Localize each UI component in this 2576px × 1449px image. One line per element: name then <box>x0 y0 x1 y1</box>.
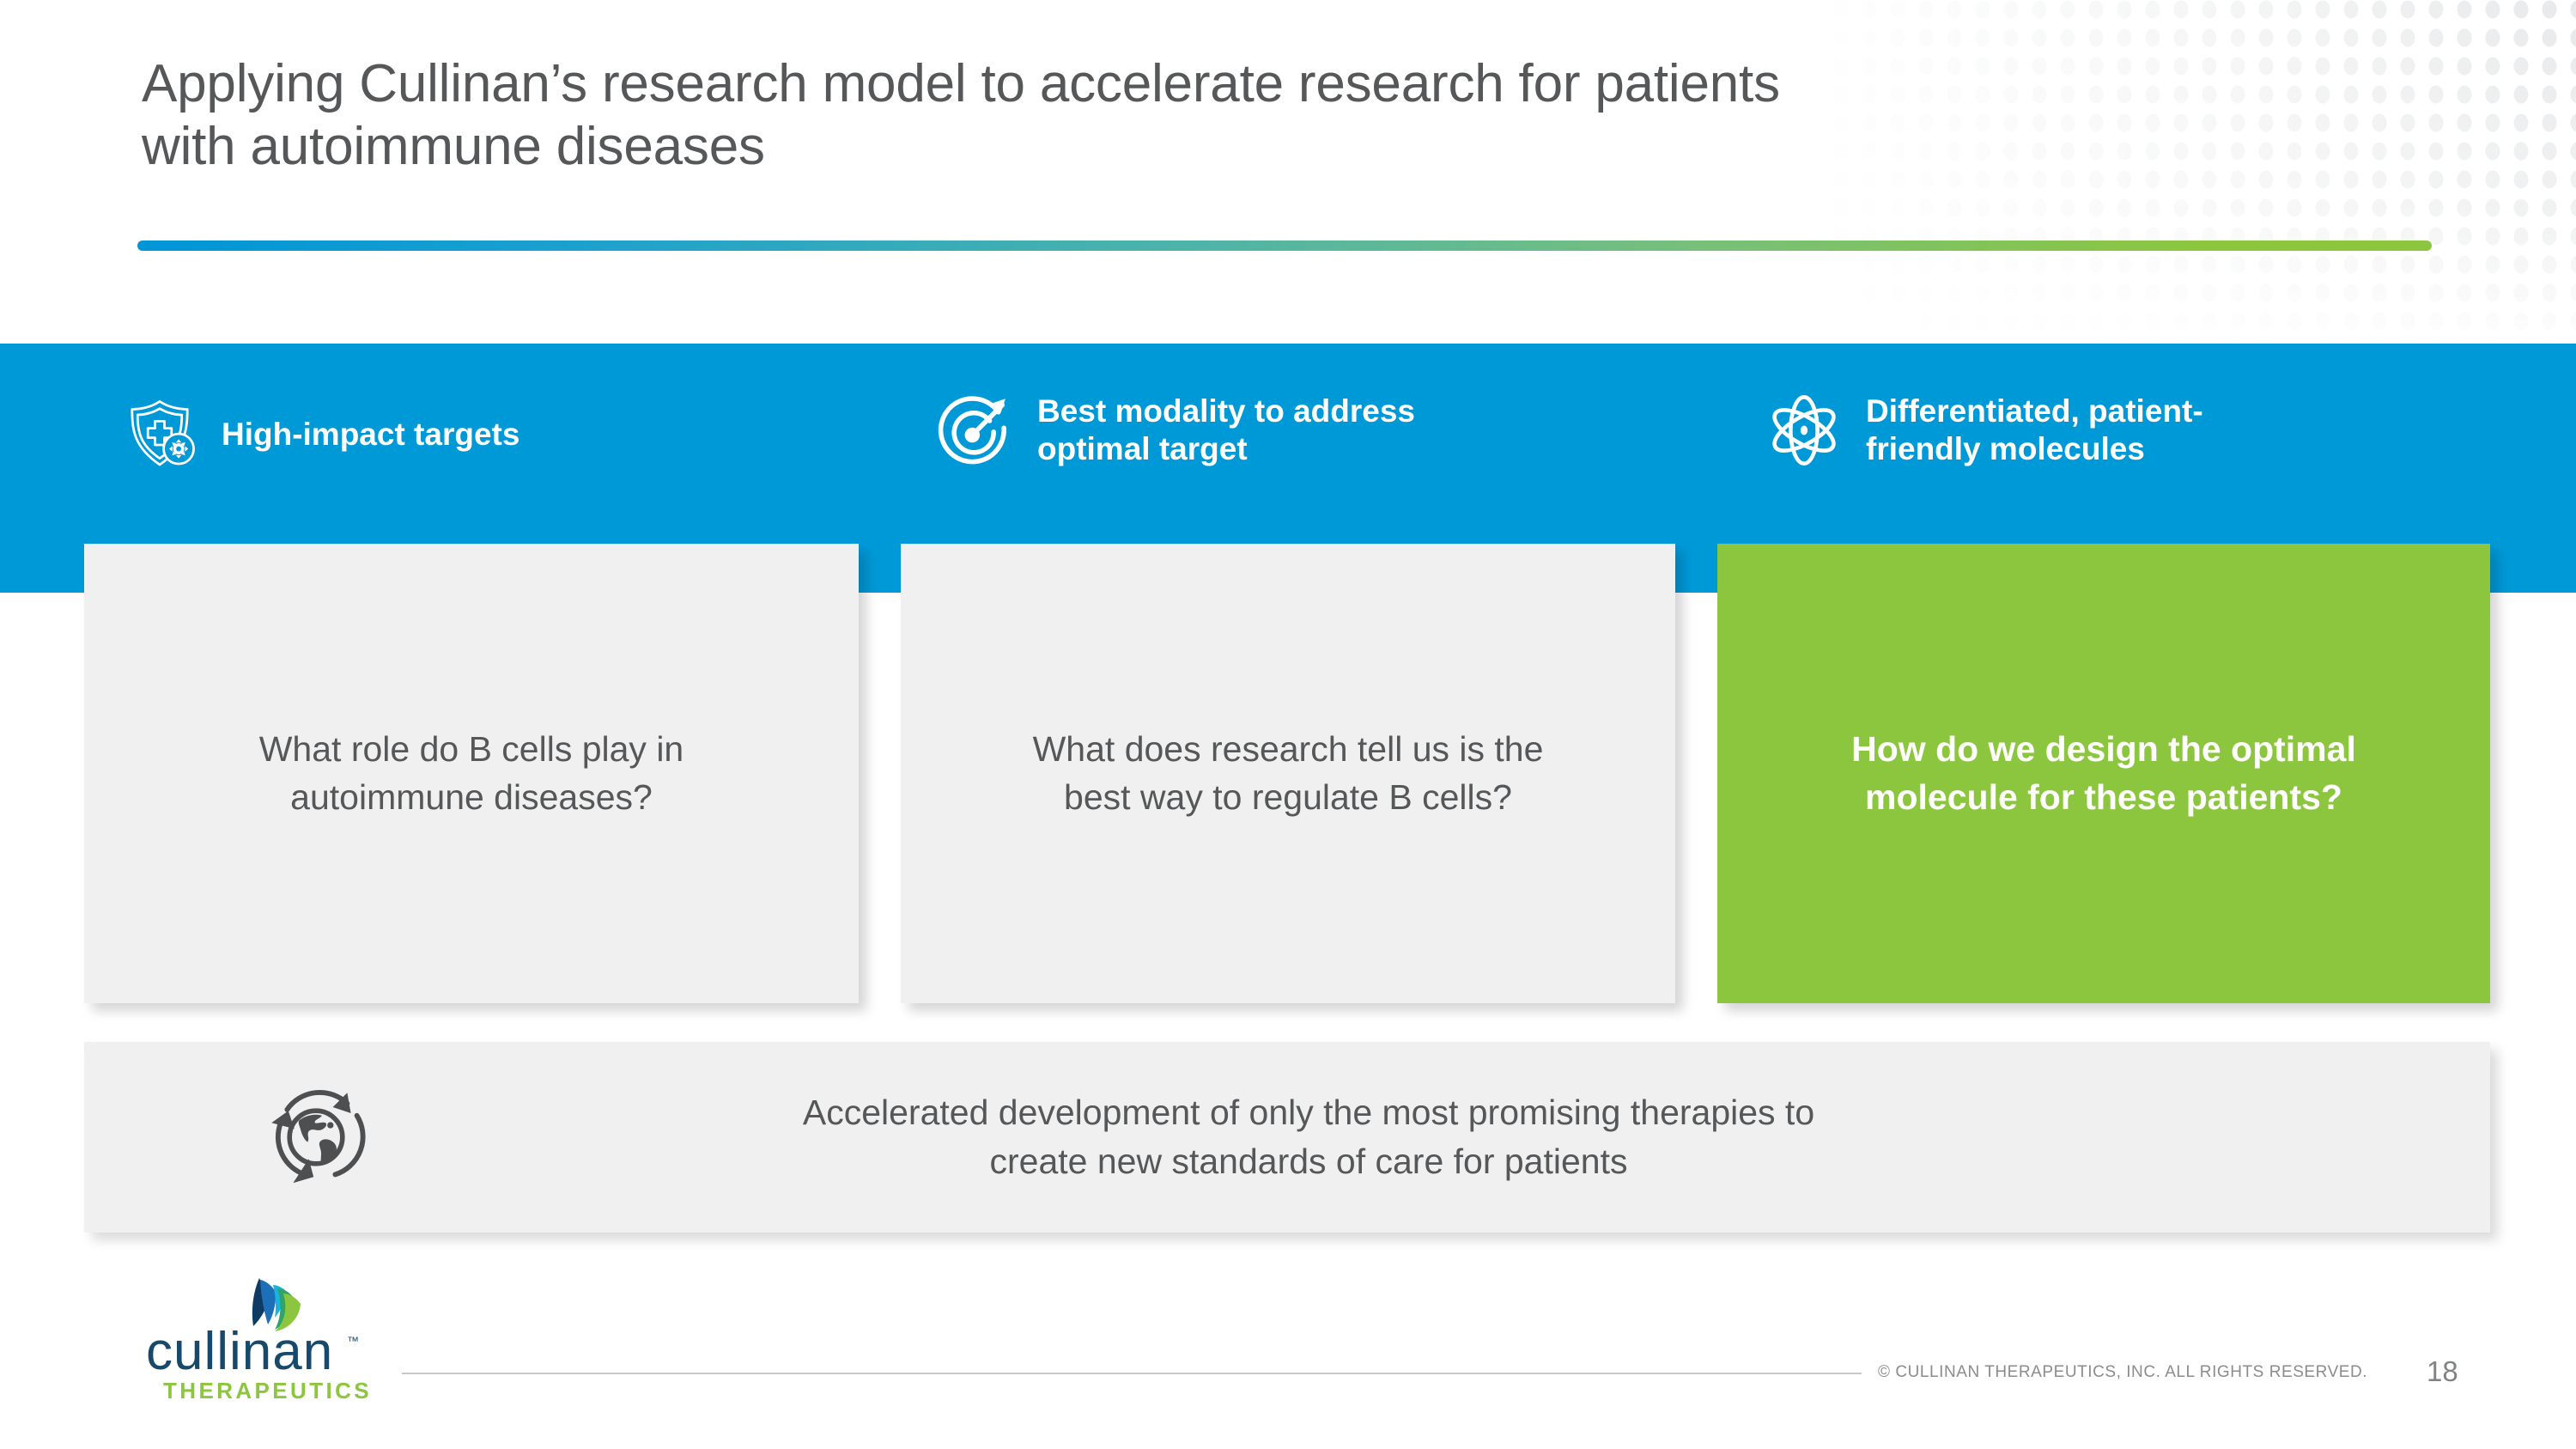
column-header-label: Differentiated, patient- friendly molecu… <box>1866 393 2203 466</box>
title-underline-rule <box>137 240 2432 251</box>
logo-tagline: THERAPEUTICS <box>163 1378 372 1403</box>
question-card-text: What role do B cells play in autoimmune … <box>258 729 684 817</box>
target-arrow-icon <box>938 396 1006 465</box>
question-card-text: How do we design the optimal molecule fo… <box>1851 729 2356 817</box>
question-card-text: What does research tell us is the best w… <box>1032 729 1544 817</box>
logo-trademark: ™ <box>347 1334 359 1348</box>
title-block: Applying Cullinan’s research model to ac… <box>142 53 2340 178</box>
question-card-3[interactable]: How do we design the optimal molecule fo… <box>1717 544 2490 1003</box>
question-card-1[interactable]: What role do B cells play in autoimmune … <box>84 544 859 1003</box>
column-header-high-impact-targets: High-impact targets <box>120 395 519 474</box>
page-title: Applying Cullinan’s research model to ac… <box>142 54 1780 176</box>
column-header-label: High-impact targets <box>222 416 520 452</box>
column-header-label: Best modality to address optimal target <box>1037 393 1416 466</box>
banner-text: Accelerated development of only the most… <box>802 1093 1815 1181</box>
logo-wordmark: cullinan <box>146 1322 333 1381</box>
atom-icon <box>1772 395 1836 466</box>
question-card-2[interactable]: What does research tell us is the best w… <box>901 544 1675 1003</box>
shield-medical-gear-icon <box>131 399 195 466</box>
column-header-differentiated-molecules: Differentiated, patient- friendly molecu… <box>1765 391 2203 470</box>
copyright-notice: © CULLINAN THERAPEUTICS, INC. ALL RIGHTS… <box>1878 1363 2368 1381</box>
bottom-summary-banner[interactable]: Accelerated development of only the most… <box>84 1042 2490 1233</box>
page-number: 18 <box>2427 1355 2458 1387</box>
footer-divider <box>402 1373 1862 1374</box>
column-header-best-modality: Best modality to address optimal target <box>936 391 1415 470</box>
cullinan-therapeutics-logo: cullinan ™ THERAPEUTICS <box>146 1278 372 1403</box>
globe-cycle-icon <box>271 1090 366 1184</box>
